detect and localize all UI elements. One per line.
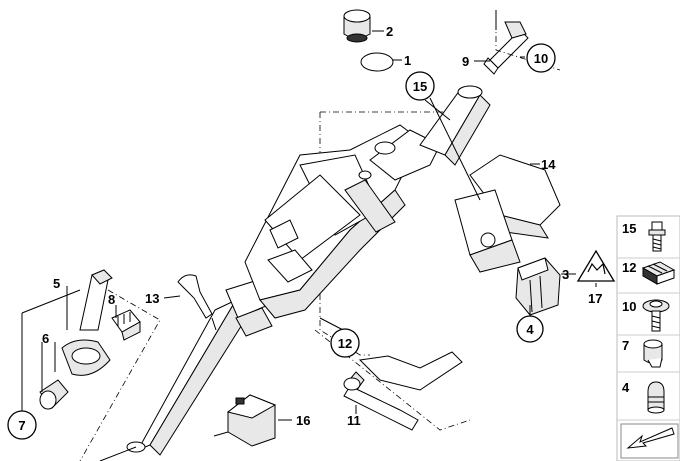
bracket-9-image xyxy=(483,21,529,75)
label-9: 9 xyxy=(462,54,469,69)
cap-2-image xyxy=(343,9,371,43)
o-ring-1-image xyxy=(360,52,394,72)
screw-15-image xyxy=(648,221,666,252)
label-2: 2 xyxy=(386,24,393,39)
label-11: 11 xyxy=(347,413,361,428)
clamp-13-image xyxy=(177,274,217,331)
callout-circle-4 xyxy=(516,315,544,343)
panel-label-15: 15 xyxy=(622,221,636,236)
release-lever-11-image xyxy=(343,351,463,431)
sleeve-7-image xyxy=(643,339,663,368)
module-16-image xyxy=(213,394,277,447)
leader-lines xyxy=(21,10,597,461)
callout-circle-12 xyxy=(330,328,360,358)
label-12: 12 xyxy=(338,336,352,351)
sensor-3-image xyxy=(515,257,561,316)
label-13: 13 xyxy=(145,291,159,306)
clip-12-image xyxy=(641,261,676,285)
rubber-buffer-4-image xyxy=(647,381,665,414)
label-10: 10 xyxy=(534,51,548,66)
callout-circle-10 xyxy=(526,43,556,73)
label-7: 7 xyxy=(18,418,25,433)
small-parts-panel: 15 12 10 7 xyxy=(616,215,680,461)
callout-circle-15 xyxy=(405,71,435,101)
label-16: 16 xyxy=(296,413,310,428)
housing-6-image xyxy=(61,339,111,376)
label-1: 1 xyxy=(404,53,411,68)
callout-labels: 2 1 9 10 15 14 3 17 4 13 12 5 6 8 7 11 1… xyxy=(7,24,602,440)
warning-triangle-17-icon xyxy=(576,249,616,282)
label-14: 14 xyxy=(541,157,556,172)
bushing-7-image xyxy=(39,379,69,410)
panel-label-10: 10 xyxy=(622,299,636,314)
connector-8-image xyxy=(111,309,141,341)
steering-column-assembly xyxy=(99,85,561,461)
label-5: 5 xyxy=(53,276,60,291)
label-3: 3 xyxy=(562,267,569,282)
label-4: 4 xyxy=(526,322,534,337)
label-17: 17 xyxy=(588,291,602,306)
panel-label-7: 7 xyxy=(622,338,629,353)
panel-label-12: 12 xyxy=(622,260,636,275)
label-15: 15 xyxy=(413,79,427,94)
direction-arrow-icon xyxy=(620,423,679,459)
screw-10-image xyxy=(642,299,670,332)
label-8: 8 xyxy=(108,292,115,307)
panel-label-4: 4 xyxy=(622,380,630,395)
callout-circle-7 xyxy=(7,410,37,440)
label-6: 6 xyxy=(42,331,49,346)
lever-5-image xyxy=(79,269,113,331)
